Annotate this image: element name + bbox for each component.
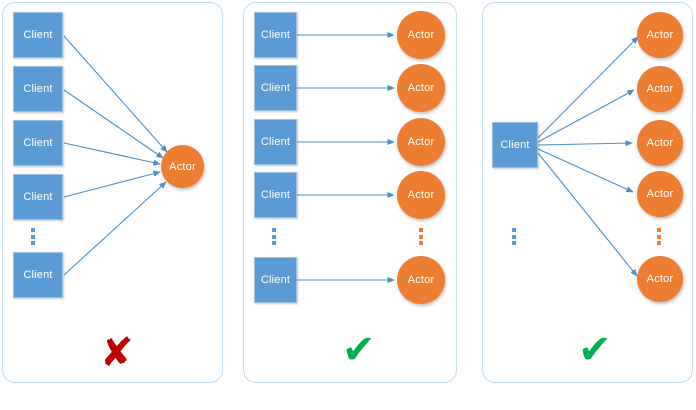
client-label: Client [260, 136, 291, 148]
client-box[interactable]: Client [13, 12, 63, 58]
client-label: Client [23, 83, 53, 95]
actor-circle[interactable]: Actor [637, 12, 683, 58]
actor-circle[interactable]: Actor [161, 145, 204, 188]
actor-label: Actor [407, 82, 435, 94]
status-badge-check: ✔ [342, 327, 376, 373]
client-box[interactable]: Client [254, 119, 297, 165]
actor-label: Actor [646, 29, 674, 41]
actor-ellipsis-icon [419, 228, 423, 245]
actor-circle[interactable]: Actor [397, 118, 445, 166]
client-ellipsis-icon [272, 228, 276, 245]
actor-label: Actor [169, 160, 196, 173]
actor-label: Actor [407, 189, 435, 201]
client-box[interactable]: Client [13, 66, 63, 112]
client-ellipsis-icon [31, 228, 35, 245]
actor-circle[interactable]: Actor [397, 171, 445, 219]
actor-label: Actor [646, 188, 674, 200]
actor-circle[interactable]: Actor [637, 120, 683, 166]
client-box[interactable]: Client [13, 174, 63, 220]
client-ellipsis-icon [512, 228, 516, 245]
client-label: Client [260, 82, 291, 94]
client-box[interactable]: Client [13, 252, 63, 298]
client-label: Client [260, 274, 291, 286]
client-label: Client [23, 137, 53, 149]
actor-circle[interactable]: Actor [397, 11, 445, 59]
client-label: Client [500, 139, 530, 151]
actor-label: Actor [646, 273, 674, 285]
client-label: Client [23, 269, 53, 281]
actor-label: Actor [646, 83, 674, 95]
client-box[interactable]: Client [254, 12, 297, 58]
actor-ellipsis-icon [657, 228, 661, 245]
actor-circle[interactable]: Actor [637, 256, 683, 302]
actor-label: Actor [407, 136, 435, 148]
client-label: Client [260, 29, 291, 41]
client-label: Client [23, 29, 53, 41]
client-box[interactable]: Client [492, 122, 538, 168]
client-box[interactable]: Client [254, 257, 297, 303]
status-badge-check: ✔ [578, 327, 612, 373]
status-badge-cross: ✘ [100, 330, 134, 376]
actor-circle[interactable]: Actor [397, 64, 445, 112]
client-box[interactable]: Client [13, 120, 63, 166]
actor-circle[interactable]: Actor [397, 256, 445, 304]
actor-label: Actor [407, 274, 435, 286]
client-box[interactable]: Client [254, 172, 297, 218]
actor-label: Actor [407, 29, 435, 41]
client-label: Client [23, 191, 53, 203]
actor-label: Actor [646, 137, 674, 149]
actor-circle[interactable]: Actor [637, 66, 683, 112]
client-box[interactable]: Client [254, 65, 297, 111]
client-label: Client [260, 189, 291, 201]
actor-circle[interactable]: Actor [637, 171, 683, 217]
